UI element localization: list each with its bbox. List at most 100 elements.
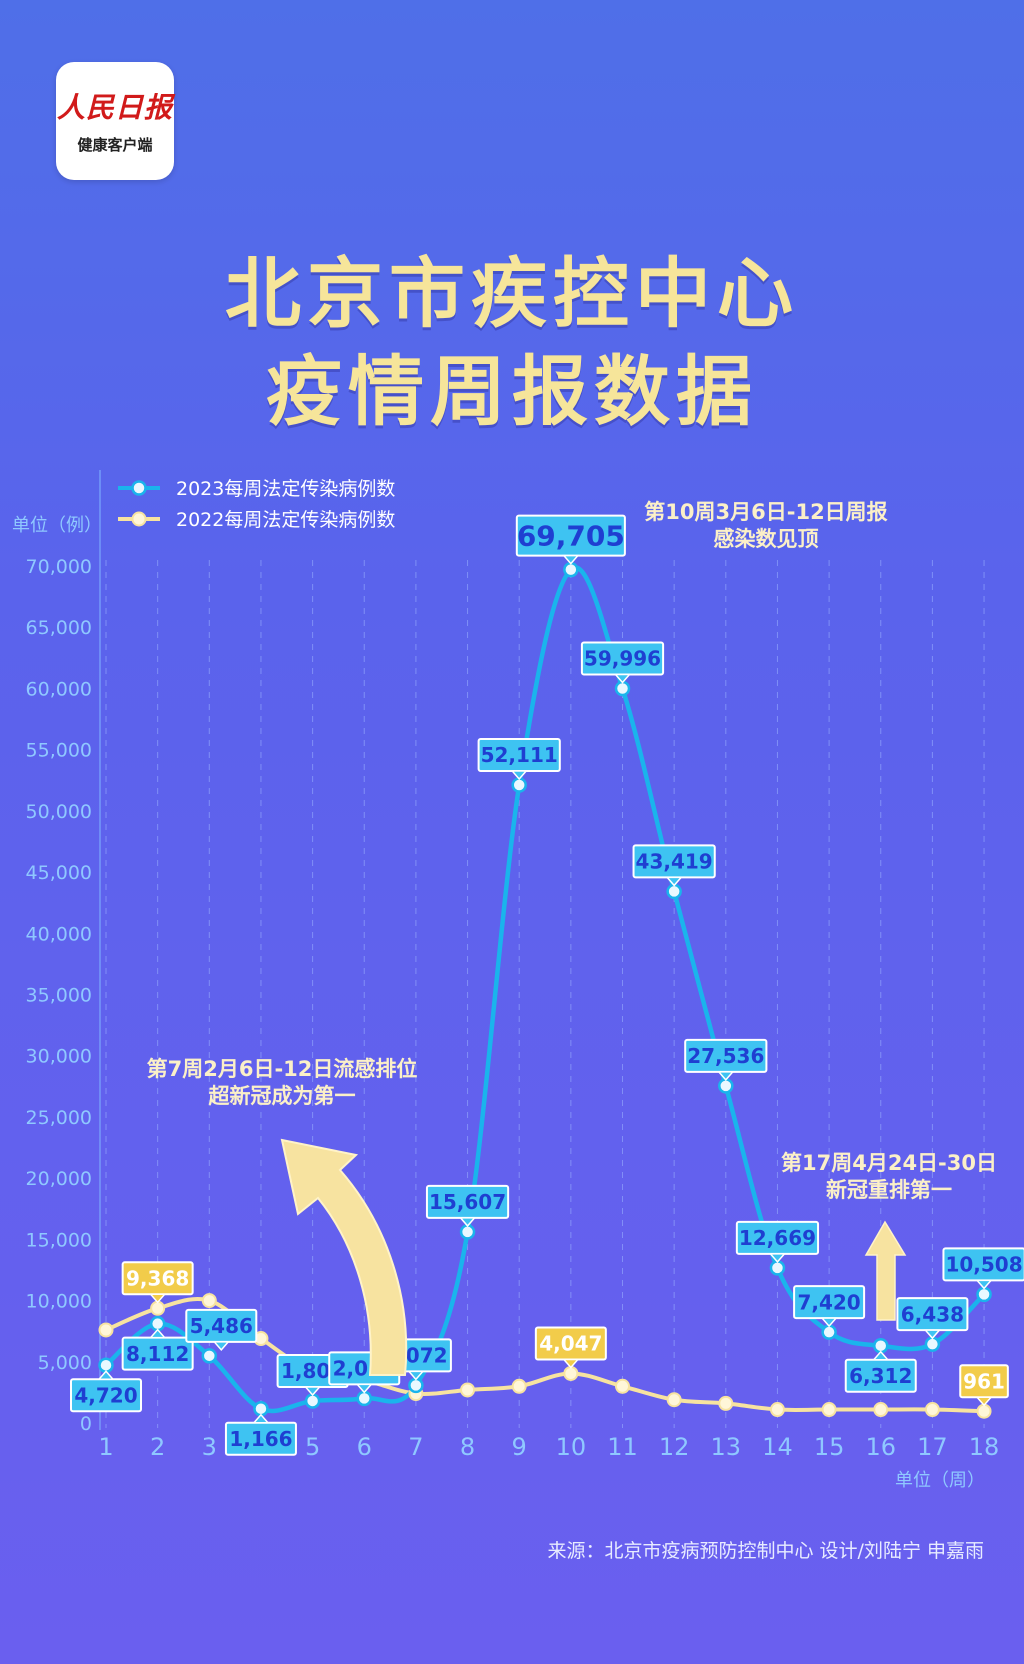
series-2023-point bbox=[769, 1260, 786, 1276]
series-2022-point bbox=[769, 1402, 785, 1418]
series-2023-point bbox=[614, 680, 631, 697]
data-label-pointer bbox=[975, 1396, 993, 1407]
series-2023-point bbox=[563, 561, 579, 578]
series-2022-value-label: 4,047 bbox=[534, 1326, 607, 1369]
series-2023-value-label: 6,438 bbox=[896, 1297, 969, 1340]
series-2023-value-label: 6,312 bbox=[844, 1350, 917, 1393]
annotation-text: 第17周4月24日-30日 bbox=[781, 1151, 997, 1175]
series-2023-point bbox=[304, 1393, 321, 1409]
series-2023-value-label: 5,486 bbox=[185, 1308, 258, 1351]
y-tick-label: 65,000 bbox=[26, 617, 92, 639]
series-2023-point bbox=[924, 1336, 941, 1352]
data-label-text: 4,720 bbox=[74, 1383, 137, 1407]
x-tick-label: 13 bbox=[711, 1433, 742, 1461]
series-2023-value-label: 52,111 bbox=[477, 738, 561, 781]
series-2023-value-label: 59,996 bbox=[580, 641, 665, 684]
y-tick-label: 15,000 bbox=[26, 1229, 92, 1251]
series-2022-point bbox=[873, 1402, 889, 1418]
series-2023-point bbox=[666, 883, 682, 900]
data-label-pointer bbox=[252, 1413, 270, 1424]
series-2023-point bbox=[201, 1348, 218, 1364]
x-tick-label: 14 bbox=[762, 1433, 793, 1461]
data-label-pointer bbox=[562, 554, 580, 565]
data-label-text: 10,508 bbox=[945, 1253, 1022, 1277]
series-2023-point bbox=[408, 1377, 424, 1394]
data-label-text: 5,486 bbox=[190, 1314, 253, 1338]
series-2022-point bbox=[615, 1378, 630, 1394]
y-tick-label: 40,000 bbox=[26, 923, 92, 945]
data-label-text: 43,419 bbox=[636, 850, 713, 874]
data-label-text: 1,166 bbox=[229, 1427, 292, 1451]
data-label-text: 12,669 bbox=[739, 1226, 816, 1250]
data-label-pointer bbox=[407, 1370, 425, 1381]
big-arrow-icon bbox=[280, 1138, 408, 1376]
x-tick-label: 11 bbox=[607, 1433, 638, 1461]
small-arrow-icon bbox=[864, 1220, 907, 1321]
annotation-text: 感染数见顶 bbox=[714, 527, 819, 551]
y-tick-label: 70,000 bbox=[26, 556, 92, 578]
data-label-pointer bbox=[148, 1293, 167, 1304]
series-2022-point bbox=[718, 1395, 734, 1411]
series-2023-value-label: 43,419 bbox=[632, 844, 716, 887]
data-label-text: 52,111 bbox=[481, 743, 558, 767]
annotation-text: 第10周3月6日-12日周报 bbox=[644, 500, 887, 524]
series-2022-point bbox=[201, 1293, 217, 1309]
x-tick-label: 6 bbox=[357, 1433, 372, 1461]
data-label-text: 6,312 bbox=[849, 1364, 912, 1388]
x-tick-label: 1 bbox=[98, 1433, 113, 1461]
series-2022-value-label: 961 bbox=[959, 1364, 1009, 1407]
series-2023-value-label: 10,508 bbox=[942, 1247, 1024, 1290]
y-tick-label: 60,000 bbox=[26, 678, 92, 700]
series-2022-point bbox=[150, 1300, 166, 1316]
x-tick-label: 5 bbox=[305, 1433, 320, 1461]
series-2023-value-label: 12,669 bbox=[735, 1220, 820, 1264]
series-2023-point bbox=[976, 1286, 992, 1303]
data-label-text: 7,420 bbox=[797, 1290, 860, 1314]
legend-marker-2022 bbox=[131, 511, 147, 527]
series-2023-value-label: 15,607 bbox=[425, 1184, 510, 1228]
series-2022-point bbox=[976, 1403, 992, 1419]
data-label-pointer bbox=[768, 1253, 787, 1264]
series-2023-point bbox=[253, 1400, 269, 1417]
annotation-text: 超新冠成为第一 bbox=[209, 1084, 356, 1108]
data-label-text: 4,047 bbox=[539, 1332, 602, 1356]
series-2023-value-label: 27,536 bbox=[684, 1038, 768, 1082]
series-2022-point bbox=[563, 1365, 579, 1381]
annotation-text: 新冠重排第一 bbox=[826, 1178, 952, 1202]
x-tick-label: 9 bbox=[512, 1433, 527, 1461]
x-tick-label: 16 bbox=[865, 1433, 896, 1461]
x-tick-label: 3 bbox=[202, 1433, 217, 1461]
data-label-pointer bbox=[820, 1317, 838, 1328]
y-tick-label: 35,000 bbox=[26, 985, 92, 1007]
data-label-text: 6,438 bbox=[901, 1302, 964, 1326]
legend-marker-2023 bbox=[131, 480, 147, 496]
series-2023-point bbox=[873, 1337, 889, 1354]
series-2023-value-label: 4,720 bbox=[70, 1370, 142, 1413]
data-label-text: 59,996 bbox=[584, 647, 661, 671]
x-tick-label: 8 bbox=[460, 1433, 475, 1461]
series-2022-value-label: 9,368 bbox=[121, 1261, 194, 1304]
x-axis-unit: 单位（周） bbox=[895, 1470, 985, 1491]
x-tick-label: 15 bbox=[814, 1433, 845, 1461]
y-tick-label: 55,000 bbox=[26, 740, 92, 762]
series-2022-point bbox=[924, 1402, 940, 1418]
series-2023-point bbox=[718, 1078, 734, 1094]
x-tick-label: 18 bbox=[969, 1433, 1000, 1461]
data-label-pointer bbox=[355, 1383, 373, 1394]
series-2023-point bbox=[149, 1315, 166, 1332]
series-2022-point bbox=[511, 1378, 527, 1394]
page-title-line2: 疫情周报数据 bbox=[266, 347, 758, 436]
data-label-pointer bbox=[458, 1217, 477, 1228]
data-label-pointer bbox=[717, 1071, 735, 1082]
series-2022-point bbox=[460, 1382, 476, 1398]
series-2023-value-label: 7,420 bbox=[793, 1285, 866, 1328]
x-tick-label: 12 bbox=[659, 1433, 690, 1461]
data-label-pointer bbox=[665, 876, 683, 887]
series-2023-point bbox=[511, 777, 527, 793]
legend-label-2023: 2023每周法定传染病例数 bbox=[176, 478, 395, 500]
x-tick-label: 10 bbox=[556, 1433, 587, 1461]
